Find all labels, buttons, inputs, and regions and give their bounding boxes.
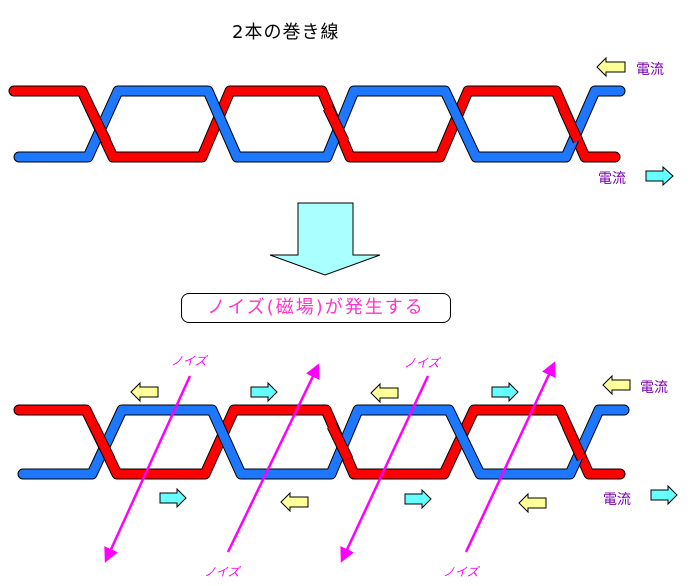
left-arrow-icon	[370, 382, 399, 404]
noise-arrow-3	[340, 375, 430, 563]
right-arrow-icon	[650, 484, 678, 506]
left-arrow-icon	[130, 381, 159, 403]
bottom-twisted-pair	[13, 404, 630, 480]
down-arrow-icon	[269, 202, 381, 276]
noise-arrows	[104, 361, 556, 563]
left-arrow-icon	[518, 492, 547, 514]
noise-arrow-4	[464, 361, 556, 553]
noise-label-1: ノイズ	[171, 354, 207, 368]
noise-banner: ノイズ(磁場)が発生する	[181, 293, 451, 323]
bottom-red-crossings	[89, 423, 588, 462]
noise-label-2: ノイズ	[404, 356, 440, 370]
noise-arrow-1	[104, 375, 192, 563]
right-arrow-icon	[250, 381, 278, 403]
left-arrow-icon	[280, 491, 309, 513]
upper-current-arrows	[130, 374, 631, 404]
current-label-top-2: 電流	[598, 171, 626, 187]
current-label-bottom-1: 電流	[640, 380, 668, 396]
noise-arrow-2	[226, 363, 320, 553]
right-arrow-icon	[404, 488, 432, 510]
right-arrow-icon	[159, 487, 187, 509]
left-arrow-icon	[602, 374, 631, 396]
noise-label-4: ノイズ	[443, 565, 479, 579]
diagram-title: 2本の巻き線	[232, 22, 340, 43]
lower-current-arrows	[159, 484, 678, 514]
top-left-arrow-icon	[596, 56, 626, 78]
top-twisted-pair	[8, 85, 626, 163]
top-red-crossings	[85, 105, 584, 144]
noise-label-3: ノイズ	[204, 565, 240, 579]
top-right-arrow-icon	[645, 165, 674, 187]
current-label-top-1: 電流	[636, 62, 664, 78]
current-label-bottom-2: 電流	[603, 492, 631, 508]
right-arrow-icon	[491, 381, 519, 403]
